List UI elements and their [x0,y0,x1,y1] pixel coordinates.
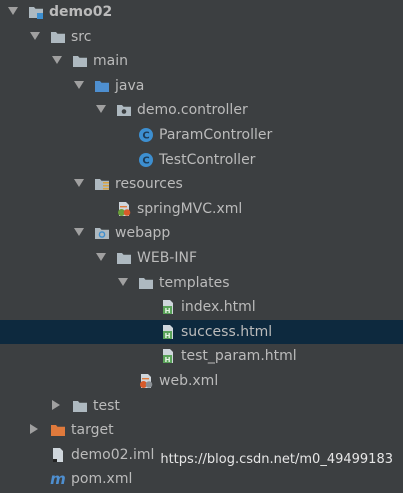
tree-row-demo02[interactable]: demo02 [0,0,403,25]
tree-row-paramcontroller[interactable]: C ParamController [0,123,403,148]
chevron-down-icon[interactable] [30,31,40,40]
tree-row-pom-xml[interactable]: m pom.xml [0,467,403,488]
folder-icon [72,53,88,69]
svg-text:C: C [142,155,149,166]
tree-row-src[interactable]: src [0,25,403,50]
package-icon [116,102,132,118]
tree-item-label: test_param.html [181,348,297,365]
chevron-down-icon[interactable] [74,228,84,237]
tree-item-label: webapp [115,225,171,242]
chevron-down-icon[interactable] [96,253,106,261]
tree-item-label: TestController [159,151,256,168]
folder-icon [138,275,154,291]
tree-item-label: success.html [181,323,273,340]
tree-item-label: java [115,77,145,94]
tree-row-java[interactable]: java [0,74,403,99]
svg-text:H: H [165,332,171,340]
spring-xml-icon [116,201,132,217]
tree-row-resources[interactable]: resources [0,172,403,197]
tree-row-web-inf[interactable]: WEB-INF [0,246,403,271]
tree-item-label: resources [115,176,183,193]
java-class-icon: C [138,152,154,168]
chevron-down-icon[interactable] [74,179,84,188]
tree-row-main[interactable]: main [0,49,403,74]
iml-file-icon [50,447,66,463]
excluded-folder-icon [50,422,66,438]
tree-item-label: WEB-INF [137,250,197,266]
tree-row-demo02-iml[interactable]: demo02.iml [0,443,403,468]
html-file-icon: H [160,299,176,315]
chevron-down-icon[interactable] [8,7,18,15]
tree-item-label: target [71,422,114,439]
folder-icon [72,398,88,414]
chevron-down-icon[interactable] [96,105,106,114]
tree-item-label: src [71,28,92,45]
chevron-down-icon[interactable] [52,56,62,65]
resources-folder-icon [94,176,110,192]
watermark: https://blog.csdn.net/m0_49499183 [160,452,393,467]
tree-item-label: main [93,53,128,70]
tree-row-test[interactable]: test [0,394,403,419]
svg-text:H: H [165,307,171,315]
tree-item-label: demo.controller [137,102,248,119]
folder-icon [50,29,66,45]
svg-text:H: H [165,356,171,364]
chevron-down-icon[interactable] [118,277,128,286]
web-folder-icon [94,225,110,241]
tree-item-label: demo02.iml [71,446,155,463]
java-class-icon: C [138,127,154,143]
source-folder-icon [94,78,110,94]
tree-row-target[interactable]: target [0,418,403,443]
tree-row-webapp[interactable]: webapp [0,221,403,246]
tree-item-label: ParamController [159,127,273,143]
web-xml-icon [138,373,154,389]
html-file-icon: H [160,348,176,364]
chevron-right-icon[interactable] [30,424,38,435]
tree-item-label: web.xml [159,373,219,389]
tree-row-web-xml[interactable]: web.xml [0,369,403,394]
tree-item-label: templates [159,274,230,291]
chevron-right-icon[interactable] [52,399,60,410]
svg-text:m: m [50,471,66,487]
folder-icon [116,250,132,266]
maven-pom-icon: m [50,471,66,487]
module-folder-icon [28,4,44,20]
tree-item-label: pom.xml [71,471,133,488]
tree-row-demo-controller[interactable]: demo.controller [0,98,403,123]
html-file-icon: H [160,324,176,340]
tree-row-springmvc-xml[interactable]: springMVC.xml [0,197,403,222]
tree-item-label: test [93,397,120,414]
tree-item-label: index.html [181,299,256,316]
chevron-down-icon[interactable] [74,80,84,89]
tree-row-templates[interactable]: templates [0,271,403,296]
svg-text:C: C [142,131,149,142]
tree-item-label: demo02 [49,4,113,20]
tree-row-testcontroller[interactable]: C TestController [0,148,403,173]
tree-item-label: springMVC.xml [137,200,243,217]
